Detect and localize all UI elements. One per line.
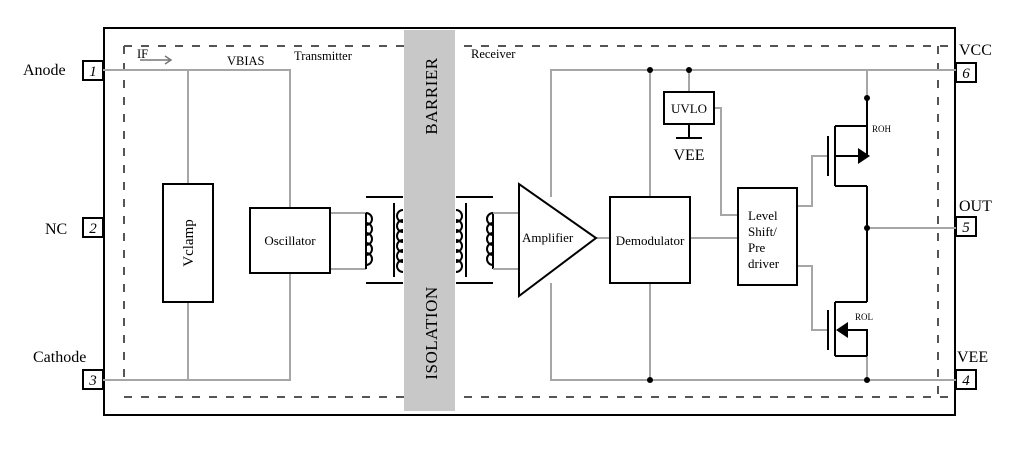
svg-text:3: 3 (88, 373, 97, 389)
pmos-transistor (827, 98, 870, 228)
uvlo-block (663, 91, 715, 125)
oscillator-block (249, 207, 331, 274)
level-shift-line-3: Pre (748, 240, 766, 255)
uvlo-ground-symbol (676, 124, 702, 139)
receive-transformer (455, 196, 494, 284)
transformer-to-amplifier-wires (493, 212, 519, 270)
pin-5-out: OUT 5 (955, 198, 992, 237)
vee-rail (550, 283, 956, 381)
vbias-label: VBIAS (227, 54, 265, 68)
junction-dots (647, 67, 870, 383)
svg-text:6: 6 (962, 66, 970, 82)
svg-text:1: 1 (89, 64, 97, 80)
uvlo-label: UVLO (671, 101, 707, 116)
svg-text:2: 2 (89, 221, 97, 237)
svg-text:VEE: VEE (957, 349, 988, 366)
level-shift-block (737, 187, 798, 286)
vclamp-block (162, 183, 214, 303)
amplifier-label: Amplifier (522, 230, 574, 245)
levelshift-to-pmos-wire (797, 155, 828, 207)
if-arrow (140, 55, 173, 65)
svg-text:VCC: VCC (959, 42, 992, 59)
uvlo-vee-label: VEE (673, 147, 704, 164)
roh-label: ROH (872, 124, 892, 134)
vclamp-label: Vclamp (181, 219, 197, 266)
oscillator-to-transformer-wires (330, 212, 366, 270)
pin-3-cathode: Cathode 3 (33, 349, 104, 390)
level-shift-line-4: driver (748, 256, 780, 271)
rol-label: ROL (855, 312, 873, 322)
oscillator-label: Oscillator (264, 233, 316, 248)
svg-text:4: 4 (962, 373, 970, 389)
amplifier-block (518, 182, 598, 299)
demodulator-block (609, 196, 691, 284)
pin-6-vcc: VCC 6 (955, 42, 992, 83)
svg-text:OUT: OUT (959, 198, 992, 215)
pin-4-vee: VEE 4 (955, 349, 988, 390)
internal-boundary (123, 45, 955, 398)
if-label: IF (137, 47, 148, 61)
demodulator-label: Demodulator (616, 233, 685, 248)
transmitter-label: Transmitter (294, 49, 353, 63)
svg-text:5: 5 (962, 220, 970, 236)
svg-text:Anode: Anode (23, 62, 66, 79)
pin-1-anode: Anode 1 (23, 60, 104, 81)
anode-rail (103, 69, 291, 208)
pin-2-nc: NC 2 (45, 217, 104, 238)
svg-text:NC: NC (45, 221, 67, 238)
transmit-transformer (365, 196, 404, 284)
isolation-label: ISOLATION (422, 286, 441, 379)
nmos-transistor (827, 228, 868, 357)
receiver-label: Receiver (471, 47, 516, 61)
isolation-barrier (404, 30, 455, 411)
svg-text:Cathode: Cathode (33, 349, 86, 366)
cathode-rail (103, 273, 291, 381)
barrier-label: BARRIER (422, 57, 441, 134)
levelshift-to-nmos-wire (797, 265, 828, 331)
vcc-rail (550, 69, 956, 197)
level-shift-line-2: Shift/ (748, 224, 777, 239)
uvlo-to-levelshift-wire (714, 107, 738, 216)
level-shift-line-1: Level (748, 208, 778, 223)
